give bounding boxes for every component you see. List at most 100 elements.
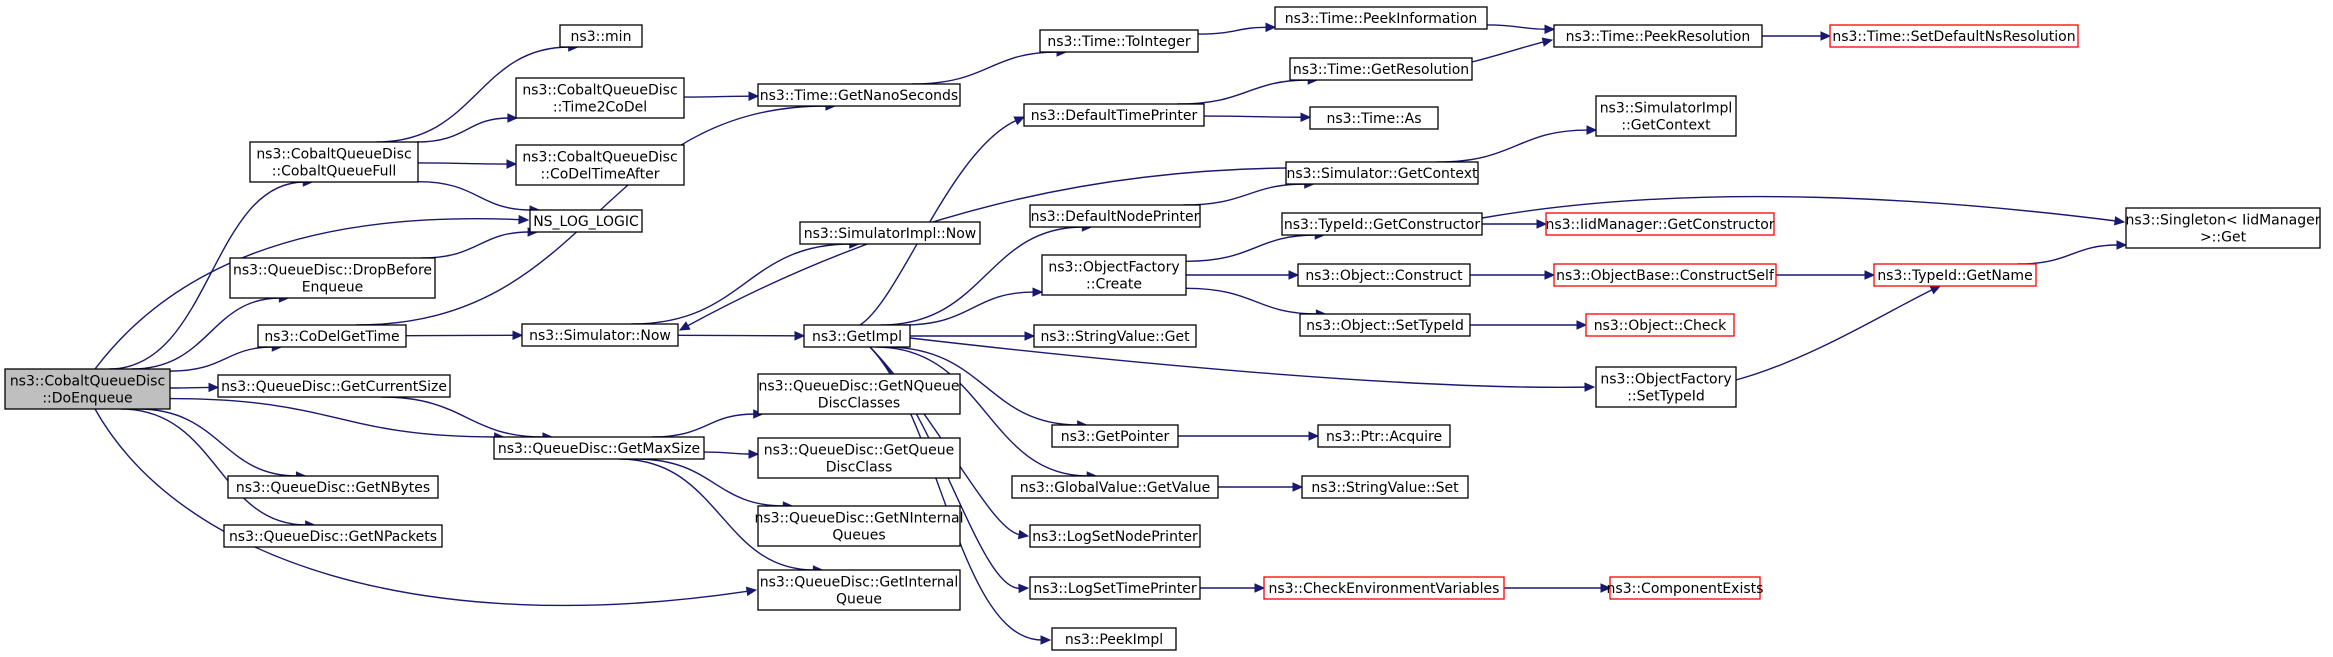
node-defaulttimeprinter[interactable]: ns3::DefaultTimePrinter — [1023, 103, 1205, 127]
node-timepeekinformation[interactable]: ns3::Time::PeekInformation — [1274, 6, 1488, 30]
node-box-singletonget[interactable] — [2125, 207, 2321, 249]
node-simimplnow[interactable]: ns3::SimulatorImpl::Now — [799, 221, 981, 245]
node-box-getnqueuediscclasses[interactable] — [757, 373, 961, 415]
node-box-typeidgetconstructor[interactable] — [1281, 212, 1483, 236]
node-box-logsetnodeprinter[interactable] — [1029, 524, 1201, 548]
node-box-getnanoseconds[interactable] — [757, 83, 961, 107]
node-box-min[interactable] — [559, 24, 643, 48]
node-logsettimeprinter[interactable]: ns3::LogSetTimePrinter — [1029, 576, 1201, 600]
node-getcurrentsize[interactable]: ns3::QueueDisc::GetCurrentSize — [217, 374, 451, 398]
node-box-simimplgetcontext[interactable] — [1595, 95, 1737, 137]
node-objectcheck[interactable]: ns3::Object::Check — [1585, 313, 1735, 337]
node-logsetnodeprinter[interactable]: ns3::LogSetNodePrinter — [1029, 524, 1201, 548]
node-box-cobaltqueuefull[interactable] — [249, 141, 419, 183]
node-box-objectconstruct[interactable] — [1297, 263, 1471, 287]
node-box-defaultnodeprinter[interactable] — [1029, 204, 1201, 228]
node-box-simnow[interactable] — [521, 323, 679, 347]
node-typeidgetconstructor[interactable]: ns3::TypeId::GetConstructor — [1281, 212, 1483, 236]
node-min[interactable]: ns3::min — [559, 24, 643, 48]
node-box-objectcheck[interactable] — [1585, 313, 1735, 337]
node-stringvalueset[interactable]: ns3::StringValue::Set — [1301, 475, 1469, 499]
node-checkenv[interactable]: ns3::CheckEnvironmentVariables — [1263, 576, 1505, 600]
node-box-typeidgetname[interactable] — [1873, 263, 2037, 287]
node-codeltimeafter[interactable]: ns3::CobaltQueueDisc::CoDelTimeAfter — [515, 144, 685, 186]
node-simnow[interactable]: ns3::Simulator::Now — [521, 323, 679, 347]
node-box-globalvaluegetvalue[interactable] — [1011, 475, 1219, 499]
node-box-timepeekresolution[interactable] — [1553, 24, 1763, 48]
node-box-timetointeger[interactable] — [1039, 29, 1199, 53]
node-objectconstruct[interactable]: ns3::Object::Construct — [1297, 263, 1471, 287]
node-timeas[interactable]: ns3::Time::As — [1309, 106, 1439, 130]
node-setdefaultnsresolution[interactable]: ns3::Time::SetDefaultNsResolution — [1829, 24, 2079, 48]
node-box-objectbaseconstructself[interactable] — [1553, 263, 1777, 287]
node-box-getimpl[interactable] — [803, 324, 911, 348]
node-box-getinternalqueue[interactable] — [757, 569, 961, 611]
node-getimpl[interactable]: ns3::GetImpl — [803, 324, 911, 348]
node-simulatorgetcontext[interactable]: ns3::Simulator::GetContext — [1285, 161, 1479, 185]
node-box-componentexists[interactable] — [1609, 576, 1761, 600]
node-box-objectfactorysettypeid[interactable] — [1595, 366, 1737, 408]
node-box-timegetresolution[interactable] — [1289, 57, 1473, 81]
node-getnbytes[interactable]: ns3::QueueDisc::GetNBytes — [227, 475, 439, 499]
node-box-getmaxsize[interactable] — [493, 436, 705, 460]
node-box-timepeekinformation[interactable] — [1274, 6, 1488, 30]
node-box-objectfactorycreate[interactable] — [1041, 254, 1187, 296]
node-time2codel[interactable]: ns3::CobaltQueueDisc::Time2CoDel — [515, 77, 685, 119]
node-simimplgetcontext[interactable]: ns3::SimulatorImpl::GetContext — [1595, 95, 1737, 137]
node-box-getnbytes[interactable] — [227, 475, 439, 499]
node-objectbaseconstructself[interactable]: ns3::ObjectBase::ConstructSelf — [1553, 263, 1777, 287]
node-nslog[interactable]: NS_LOG_LOGIC — [529, 209, 643, 233]
node-box-nslog[interactable] — [529, 209, 643, 233]
node-stringvalueget[interactable]: ns3::StringValue::Get — [1033, 324, 1197, 348]
node-box-time2codel[interactable] — [515, 77, 685, 119]
node-box-getpointer[interactable] — [1051, 424, 1179, 448]
node-cobaltqueuefull[interactable]: ns3::CobaltQueueDisc::CobaltQueueFull — [249, 141, 419, 183]
node-box-codelgettime[interactable] — [257, 324, 407, 348]
node-timegetresolution[interactable]: ns3::Time::GetResolution — [1289, 57, 1473, 81]
node-box-codeltimeafter[interactable] — [515, 144, 685, 186]
node-componentexists[interactable]: ns3::ComponentExists — [1607, 576, 1764, 600]
node-box-timeas[interactable] — [1309, 106, 1439, 130]
node-box-getnpackets[interactable] — [223, 524, 443, 548]
node-box-checkenv[interactable] — [1263, 576, 1505, 600]
node-box-iidmanagergetconstructor[interactable] — [1545, 212, 1775, 236]
node-ptracquire[interactable]: ns3::Ptr::Acquire — [1317, 424, 1451, 448]
node-objectfactorysettypeid[interactable]: ns3::ObjectFactory::SetTypeId — [1595, 366, 1737, 408]
node-box-doenqueue[interactable] — [4, 368, 171, 410]
node-typeidgetname[interactable]: ns3::TypeId::GetName — [1873, 263, 2037, 287]
node-peekimpl[interactable]: ns3::PeekImpl — [1051, 627, 1177, 651]
node-box-ptracquire[interactable] — [1317, 424, 1451, 448]
node-objectfactorycreate[interactable]: ns3::ObjectFactory::Create — [1041, 254, 1187, 296]
node-getnpackets[interactable]: ns3::QueueDisc::GetNPackets — [223, 524, 443, 548]
node-iidmanagergetconstructor[interactable]: ns3::IidManager::GetConstructor — [1545, 212, 1775, 236]
node-timetointeger[interactable]: ns3::Time::ToInteger — [1039, 29, 1199, 53]
node-box-getninternalqueues[interactable] — [757, 505, 961, 547]
node-timepeekresolution[interactable]: ns3::Time::PeekResolution — [1553, 24, 1763, 48]
node-defaultnodeprinter[interactable]: ns3::DefaultNodePrinter — [1029, 204, 1201, 228]
node-box-objectsettypeid[interactable] — [1299, 313, 1471, 337]
node-getnanoseconds[interactable]: ns3::Time::GetNanoSeconds — [757, 83, 961, 107]
node-doenqueue[interactable]: ns3::CobaltQueueDisc::DoEnqueue — [4, 368, 171, 410]
node-box-stringvalueget[interactable] — [1033, 324, 1197, 348]
node-box-logsettimeprinter[interactable] — [1029, 576, 1201, 600]
node-box-setdefaultnsresolution[interactable] — [1829, 24, 2079, 48]
node-singletonget[interactable]: ns3::Singleton< IidManager >::Get — [2125, 207, 2321, 249]
node-getmaxsize[interactable]: ns3::QueueDisc::GetMaxSize — [493, 436, 705, 460]
node-box-defaulttimeprinter[interactable] — [1023, 103, 1205, 127]
node-box-simimplnow[interactable] — [799, 221, 981, 245]
node-box-getcurrentsize[interactable] — [217, 374, 451, 398]
node-getpointer[interactable]: ns3::GetPointer — [1051, 424, 1179, 448]
node-codelgettime[interactable]: ns3::CoDelGetTime — [257, 324, 407, 348]
node-globalvaluegetvalue[interactable]: ns3::GlobalValue::GetValue — [1011, 475, 1219, 499]
node-box-getqueuediscclass[interactable] — [757, 437, 961, 479]
node-box-dropbefore[interactable] — [229, 257, 436, 299]
node-objectsettypeid[interactable]: ns3::Object::SetTypeId — [1299, 313, 1471, 337]
node-box-peekimpl[interactable] — [1051, 627, 1177, 651]
node-box-stringvalueset[interactable] — [1301, 475, 1469, 499]
node-box-simulatorgetcontext[interactable] — [1285, 161, 1479, 185]
